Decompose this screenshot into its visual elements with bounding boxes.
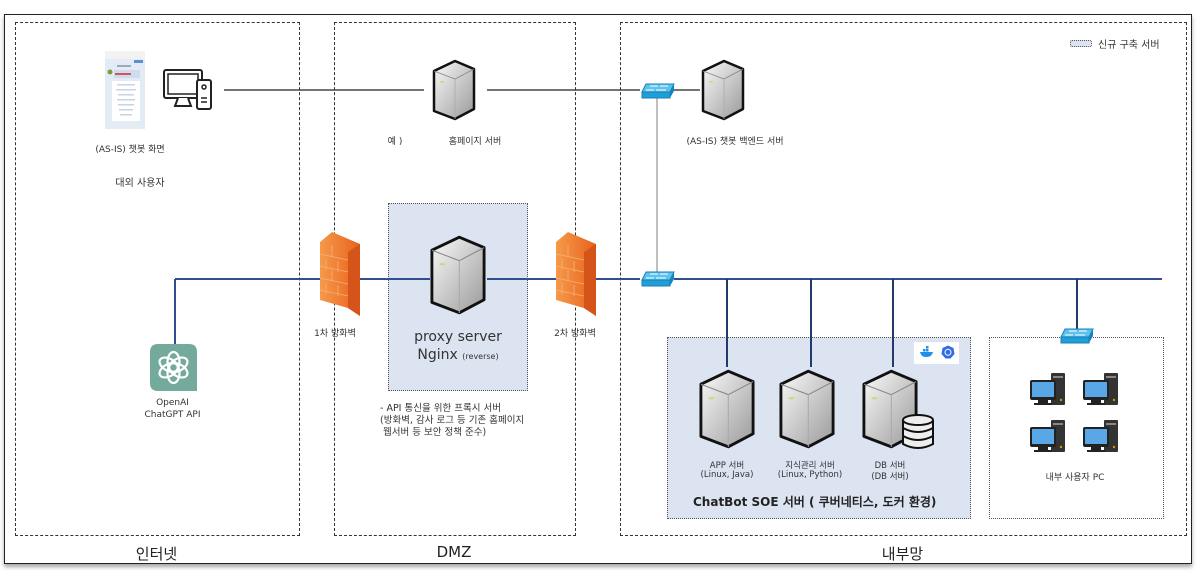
internal-pc-icon-3 <box>1028 420 1074 456</box>
container-badges <box>914 342 959 364</box>
proxy-title-line2: Nginx (reverse) <box>388 346 528 366</box>
openai-label-1: OpenAI <box>156 398 189 408</box>
backend-server-label: (AS-IS) 챗봇 백엔드 서버 <box>686 137 784 147</box>
switch-pc-icon <box>1059 327 1095 345</box>
backend-server-icon <box>700 59 746 121</box>
zone-label-internal: 내부망 <box>881 545 924 563</box>
legend: 신규 구축 서버 <box>1070 36 1160 51</box>
external-user-label: 대외 사용자 <box>115 178 165 189</box>
db-server-detail: (DB 서버) <box>871 472 909 482</box>
firewall-1-label: 1차 방화벽 <box>314 329 356 339</box>
switch-top-icon <box>640 82 676 100</box>
km-server-icon <box>777 367 837 451</box>
chatbot-screen-thumbnail <box>105 51 145 129</box>
proxy-sub-small: (reverse) <box>462 352 499 361</box>
switch-main-icon <box>640 270 676 288</box>
proxy-server-title: proxy server Nginx (reverse) <box>388 328 528 366</box>
app-server-icon <box>697 367 757 451</box>
proxy-note: - API 통신을 위한 프록시 서버 (방화벽, 감사 로그 등 기존 홈페이… <box>380 403 525 438</box>
database-icon <box>900 412 936 452</box>
firewall-1-icon <box>318 230 362 318</box>
internal-pc-label: 내부 사용자 PC <box>1045 473 1105 483</box>
kubernetes-icon <box>941 344 955 363</box>
example-label: 예 ) <box>387 137 403 147</box>
firewall-2-icon <box>554 230 598 318</box>
desktop-pc-icon <box>162 68 218 112</box>
km-server-name: 지식관리 서버 <box>785 461 835 471</box>
app-server-name: APP 서버 <box>709 461 745 471</box>
proxy-server-icon <box>428 234 488 316</box>
legend-swatch <box>1070 40 1092 47</box>
proxy-title-line1: proxy server <box>414 329 502 345</box>
openai-label-2: ChatGPT API <box>144 410 201 420</box>
zone-label-internet: 인터넷 <box>135 545 178 563</box>
internal-pc-icon-1 <box>1028 373 1074 409</box>
openai-logo-icon <box>150 344 197 391</box>
docker-icon <box>919 344 935 363</box>
firewall-2-label: 2차 방화벽 <box>554 329 596 339</box>
app-server-detail: (Linux, Java) <box>700 470 754 480</box>
db-server-name: DB 서버 <box>874 461 906 471</box>
internal-pc-icon-2 <box>1081 373 1127 409</box>
internal-pc-box <box>989 337 1164 519</box>
chatbot-screen-label: (AS-IS) 챗봇 화면 <box>95 145 165 155</box>
legend-label: 신규 구축 서버 <box>1098 40 1160 51</box>
zone-label-dmz: DMZ <box>436 543 472 561</box>
homepage-server-label: 홈페이지 서버 <box>448 137 502 147</box>
chatbot-soe-title: ChatBot SOE 서버 ( 쿠버네티스, 도커 환경) <box>693 495 937 509</box>
internal-pc-icon-4 <box>1081 420 1127 456</box>
km-server-detail: (Linux, Python) <box>777 470 843 480</box>
proxy-sub: Nginx <box>417 347 458 363</box>
homepage-server-icon <box>431 59 477 121</box>
